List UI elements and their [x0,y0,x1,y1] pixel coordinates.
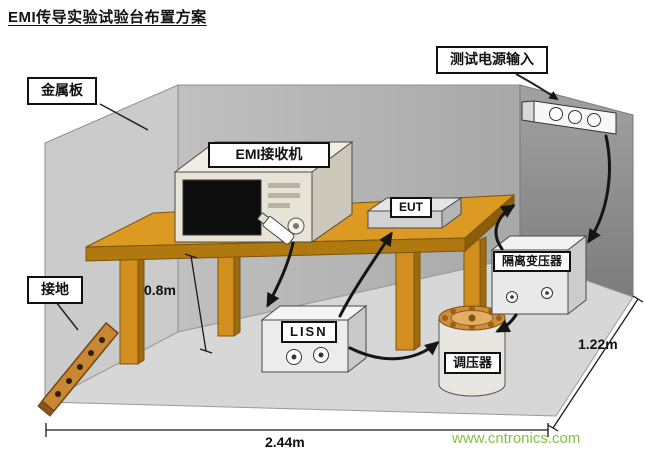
cable-outlet-to-transformer [587,134,611,244]
ground-strip [37,321,120,417]
transformer-side [567,234,587,316]
cable-lisn-to-eut [338,231,393,318]
copper-strip-edge [37,400,55,417]
receiver-knob-center [293,223,299,229]
page-title: EMI传导实验试验台布置方案 [8,9,207,26]
table-leg-front-left [119,253,145,365]
cable-transformer-to-table [494,204,516,251]
outlet-socket [587,113,601,127]
dim-depth-tick [632,295,644,303]
receiver-button-row [268,193,300,198]
receiver-button-row [268,203,290,208]
lisn-port-pin [291,354,297,360]
ground-leader [55,301,79,331]
leader-lines [55,73,559,331]
dim-depth-line [552,298,639,429]
regulator-center [468,314,476,322]
table-leg-front-right [395,245,421,351]
dim-height-line [190,255,207,352]
label-lisn: LISN [281,321,337,344]
dim-depth-tick [547,424,559,432]
receiver-button-row [268,183,300,188]
dimension-lines [45,253,644,437]
outlet-socket [568,110,582,124]
transformer-terminal-pin [545,291,549,295]
cables [266,134,611,361]
label-test-power-input: 测试电源输入 [436,46,548,74]
power-label-arrow [515,73,559,101]
voltage-regulator-device [438,305,506,397]
dim-bench-depth: 1.22m [578,336,618,352]
label-emi-receiver: EMI接收机 [208,142,330,168]
dim-table-height: 0.8m [144,282,176,298]
isolation-transformer-device [490,234,588,316]
dim-height-tick [184,253,198,259]
strip-holes [55,337,105,397]
outlet-socket [549,107,563,121]
receiver-screen [182,179,262,236]
coax-plug-icon [257,212,295,245]
label-eut: EUT [390,197,432,218]
transformer-terminal-pin [510,295,514,299]
dim-height-tick [199,348,213,354]
label-metal-plate: 金属板 [27,77,97,105]
lisn-port-pin [318,352,324,358]
dim-bench-width: 2.44m [265,434,305,450]
watermark-text: www.cntronics.com [452,430,581,447]
power-outlet [521,100,617,135]
label-ground: 接地 [27,276,83,304]
outlet-plug-end [521,100,535,123]
cable-lisn-to-regulator [348,341,440,361]
cable-transformer-to-regulator [495,313,518,333]
label-isolation-transformer: 隔离变压器 [493,251,572,272]
label-regulator: 调压器 [444,352,502,375]
cable-receiver-to-lisn [266,241,295,308]
table-leg-back-left [217,243,241,337]
metal-plate-leader [99,103,149,131]
